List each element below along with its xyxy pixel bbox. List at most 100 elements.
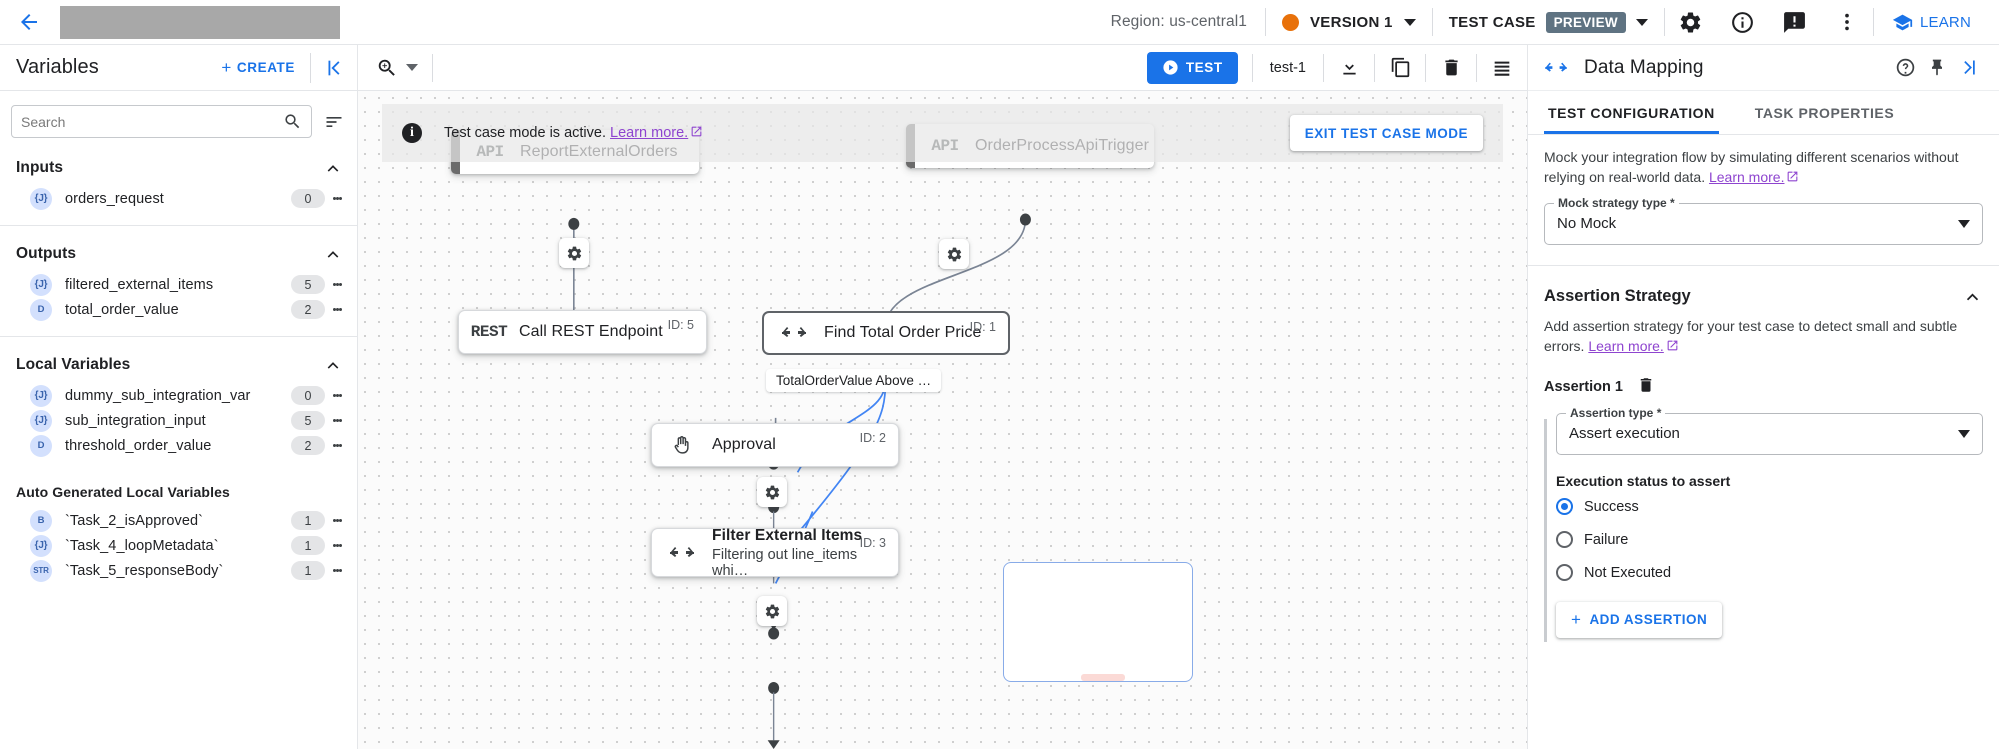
variable-count: 1 — [291, 561, 325, 580]
edge-condition-label[interactable]: TotalOrderValue Above … — [766, 369, 942, 392]
learn-more-link[interactable]: Learn more. — [1588, 337, 1664, 354]
settings-button[interactable] — [1665, 0, 1717, 45]
variable-count: 2 — [291, 300, 325, 319]
divider — [1663, 8, 1665, 36]
radio-success[interactable]: Success — [1556, 492, 1983, 522]
row-menu-button[interactable] — [325, 559, 349, 583]
add-assertion-button[interactable]: + ADD ASSERTION — [1556, 601, 1723, 638]
learn-button[interactable]: LEARN — [1874, 12, 1985, 33]
panel-tabs: TEST CONFIGURATION TASK PROPERTIES — [1528, 91, 1999, 135]
learn-more-link[interactable]: Learn more. — [610, 124, 689, 141]
tab-test-configuration[interactable]: TEST CONFIGURATION — [1544, 91, 1719, 134]
radio-button[interactable] — [1556, 564, 1573, 581]
mock-strategy-value: No Mock — [1557, 215, 1617, 233]
chevron-up-icon[interactable] — [323, 158, 343, 178]
spacer — [0, 337, 357, 345]
assertion-strategy-header[interactable]: Assertion Strategy — [1544, 286, 1983, 307]
external-link-icon[interactable] — [690, 125, 703, 142]
row-menu-button[interactable] — [325, 384, 349, 408]
section-header-local-variables[interactable]: Local Variables — [0, 345, 357, 383]
assertion-type-select[interactable]: Assertion type * Assert execution — [1556, 405, 1983, 455]
external-link-icon[interactable] — [1666, 338, 1679, 358]
rest-tag: REST — [470, 323, 508, 341]
list-item[interactable]: {J} `Task_4_loopMetadata` 1 — [0, 533, 357, 558]
mock-strategy-select[interactable]: Mock strategy type * No Mock — [1544, 195, 1983, 245]
external-link-icon[interactable] — [1786, 169, 1799, 189]
divider — [1872, 8, 1874, 36]
sort-button[interactable] — [322, 110, 346, 134]
delete-assertion-button[interactable] — [1637, 376, 1655, 399]
radio-button[interactable] — [1556, 498, 1573, 515]
learn-more-link[interactable]: Learn more. — [1708, 168, 1785, 185]
test-case-name[interactable]: test-1 — [1269, 59, 1306, 76]
selected-region-card[interactable] — [1003, 562, 1193, 682]
pin-button[interactable] — [1921, 48, 1953, 88]
test-mode-banner: i Test case mode is active. Learn more. … — [382, 104, 1503, 162]
help-button[interactable] — [1889, 48, 1921, 88]
flow-canvas[interactable]: API ReportExternalOrders API OrderProces… — [358, 91, 1527, 749]
radio-failure[interactable]: Failure — [1556, 525, 1983, 555]
edge-config-button[interactable] — [559, 238, 589, 268]
variables-panel: Variables + CREATE — [0, 45, 358, 749]
row-menu-button[interactable] — [325, 509, 349, 533]
variable-name: filtered_external_items — [65, 276, 214, 293]
run-test-button[interactable]: TEST — [1146, 51, 1238, 84]
edge-config-button[interactable] — [757, 596, 787, 626]
chevron-up-icon[interactable] — [323, 244, 343, 264]
tab-task-properties[interactable]: TASK PROPERTIES — [1754, 104, 1895, 121]
row-menu-button[interactable] — [325, 534, 349, 558]
feedback-button[interactable] — [1769, 0, 1821, 45]
node-call-rest-endpoint[interactable]: REST Call REST Endpoint ID: 5 — [458, 310, 707, 354]
variable-name: orders_request — [65, 190, 164, 207]
radio-not-executed[interactable]: Not Executed — [1556, 558, 1983, 588]
zoom-control[interactable] — [376, 57, 432, 79]
section-header-inputs[interactable]: Inputs — [0, 148, 357, 186]
node-approval[interactable]: Approval ID: 2 — [651, 423, 899, 467]
row-menu-button[interactable] — [325, 434, 349, 458]
edge-config-button[interactable] — [939, 239, 969, 269]
list-item[interactable]: D total_order_value 2 — [0, 297, 357, 322]
chevron-up-icon[interactable] — [1962, 286, 1983, 307]
more-options-button[interactable] — [1821, 0, 1873, 45]
node-id-label: ID: 3 — [859, 536, 886, 550]
test-case-selector[interactable]: TEST CASE PREVIEW — [1433, 11, 1664, 33]
collapse-right-button[interactable] — [1953, 48, 1985, 88]
radio-button[interactable] — [1556, 531, 1573, 548]
banner-message: Test case mode is active. — [444, 124, 606, 141]
back-arrow-icon[interactable] — [14, 7, 44, 37]
variables-list[interactable]: Inputs {J} orders_request 0 — [0, 91, 357, 749]
node-filter-external-items[interactable]: Filter External Items Filtering out line… — [651, 527, 899, 579]
duplicate-button[interactable] — [1375, 45, 1425, 91]
search-input[interactable] — [21, 113, 283, 130]
list-item[interactable]: {J} dummy_sub_integration_var 0 — [0, 383, 357, 408]
exit-test-case-mode-button[interactable]: EXIT TEST CASE MODE — [1289, 115, 1483, 151]
info-button[interactable] — [1717, 0, 1769, 45]
variable-count: 0 — [291, 386, 325, 405]
list-item[interactable]: {J} orders_request 0 — [0, 186, 357, 211]
data-mapping-icon — [1545, 62, 1567, 72]
section-header-outputs[interactable]: Outputs — [0, 234, 357, 272]
delete-button[interactable] — [1426, 45, 1476, 91]
row-menu-button[interactable] — [325, 187, 349, 211]
row-menu-button[interactable] — [325, 298, 349, 322]
node-find-total-order-price[interactable]: Find Total Order Price ID: 1 — [762, 311, 1010, 355]
list-item[interactable]: B `Task_2_isApproved` 1 — [0, 508, 357, 533]
edge-config-button[interactable] — [757, 477, 787, 507]
search-icon — [285, 114, 300, 129]
chevron-up-icon[interactable] — [323, 355, 343, 375]
list-view-button[interactable] — [1477, 45, 1527, 91]
create-variable-button[interactable]: + CREATE — [221, 59, 310, 76]
search-box[interactable] — [11, 105, 312, 138]
list-item[interactable]: STR `Task_5_responseBody` 1 — [0, 558, 357, 583]
collapse-panel-button[interactable] — [311, 45, 357, 91]
row-menu-button[interactable] — [325, 409, 349, 433]
download-button[interactable] — [1324, 45, 1374, 91]
list-item[interactable]: {J} filtered_external_items 5 — [0, 272, 357, 297]
create-label: CREATE — [236, 60, 295, 75]
list-item[interactable]: D threshold_order_value 2 — [0, 433, 357, 458]
list-item[interactable]: {J} sub_integration_input 5 — [0, 408, 357, 433]
version-selector[interactable]: VERSION 1 — [1266, 13, 1432, 31]
node-type-icon — [652, 543, 712, 563]
version-status-dot — [1281, 13, 1299, 31]
row-menu-button[interactable] — [325, 273, 349, 297]
